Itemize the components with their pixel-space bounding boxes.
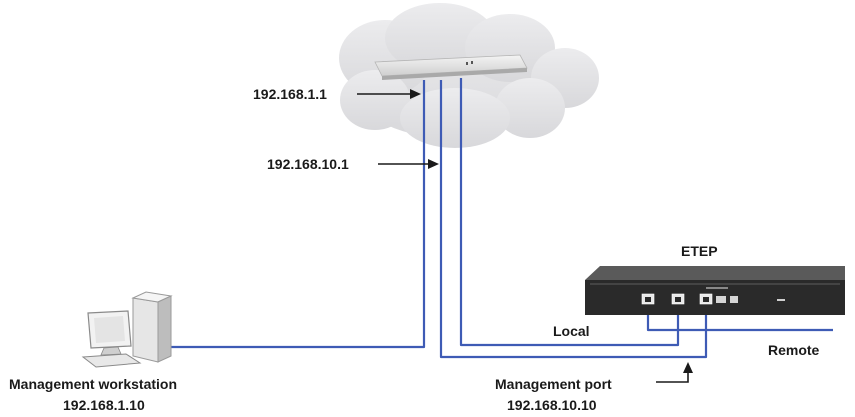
cable-management-port bbox=[439, 80, 708, 359]
local-label: Local bbox=[553, 323, 590, 339]
workstation-ip-label: 192.168.1.10 bbox=[63, 397, 145, 413]
remote-label: Remote bbox=[768, 342, 820, 358]
workstation-name-label: Management workstation bbox=[9, 376, 177, 392]
etep-device-icon bbox=[585, 266, 845, 315]
cable-workstation bbox=[163, 80, 426, 349]
management-port-ip-label: 192.168.10.10 bbox=[507, 397, 597, 413]
router-icon bbox=[374, 54, 528, 80]
workstation-icon bbox=[81, 291, 173, 368]
etep-label: ETEP bbox=[681, 243, 718, 259]
arrow-router-ip bbox=[357, 89, 421, 99]
management-port-label: Management port bbox=[495, 376, 612, 392]
cable-local bbox=[459, 78, 680, 347]
router-ip-label: 192.168.1.1 bbox=[253, 86, 327, 102]
arrow-management-port bbox=[656, 362, 693, 383]
cloud-icon bbox=[339, 3, 599, 148]
router-inner-ip-label: 192.168.10.1 bbox=[267, 156, 349, 172]
arrow-inner-ip bbox=[378, 159, 439, 169]
